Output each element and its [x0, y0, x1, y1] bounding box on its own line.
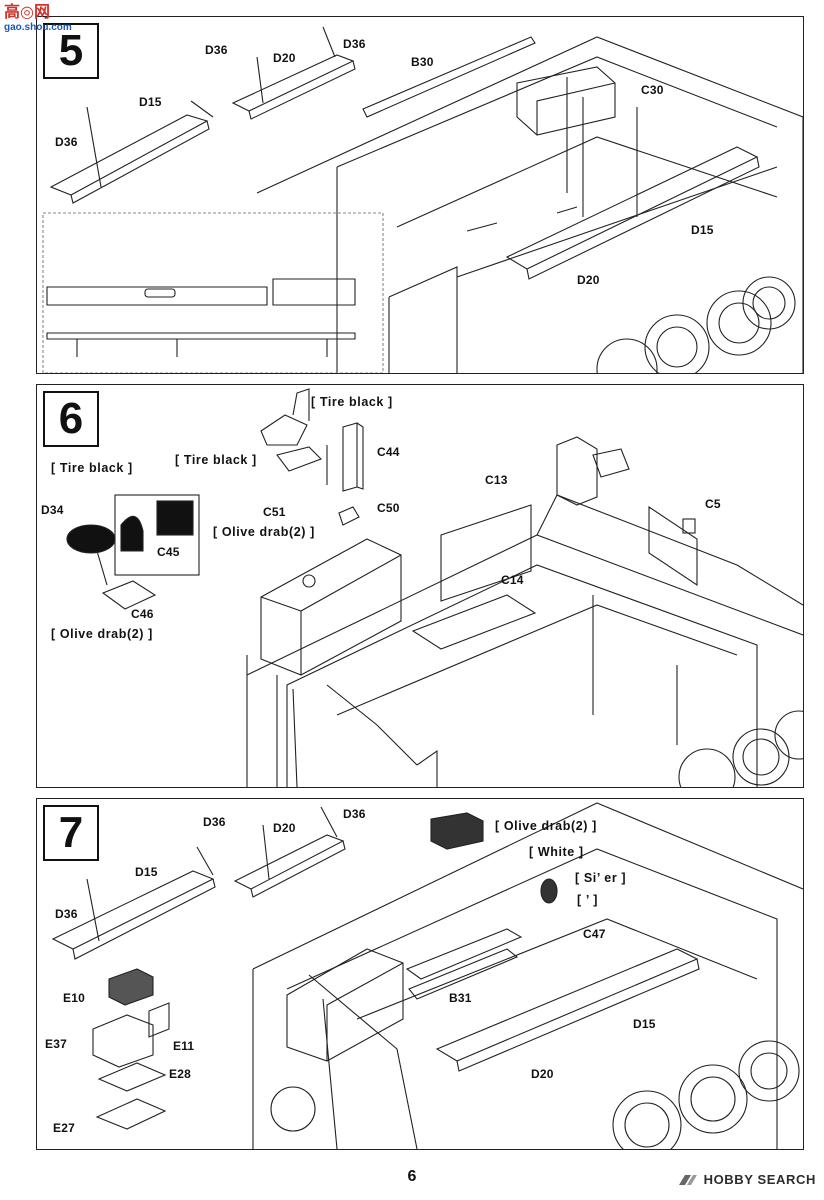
part-label: C30 — [641, 83, 664, 97]
part-label: D20 — [577, 273, 600, 287]
part-label: D15 — [139, 95, 162, 109]
part-label: C45 — [157, 545, 180, 559]
part-label: C13 — [485, 473, 508, 487]
part-label: C46 — [131, 607, 154, 621]
paint-note: [ White ] — [529, 845, 584, 859]
part-label: D20 — [273, 821, 296, 835]
step-number: 7 — [43, 805, 99, 861]
part-label: D36 — [55, 907, 78, 921]
paint-note: [ Si’ er ] — [575, 871, 627, 885]
part-label: D36 — [203, 815, 226, 829]
part-label: D20 — [531, 1067, 554, 1081]
paint-note: [ ’ ] — [577, 893, 599, 907]
part-label: C44 — [377, 445, 400, 459]
hobby-search-logo-icon — [678, 1174, 697, 1185]
part-label: C47 — [583, 927, 606, 941]
step-6-illustration — [66, 388, 803, 787]
paint-note: [ Olive drab(2) ] — [495, 819, 597, 833]
part-label: E27 — [53, 1121, 75, 1135]
part-label: D36 — [55, 135, 78, 149]
part-label: D20 — [273, 51, 296, 65]
watermark-url: gao.shou.com — [4, 22, 72, 33]
step-7-illustration — [51, 802, 803, 1149]
part-label: C5 — [705, 497, 721, 511]
paint-note: [ Tire black ] — [311, 395, 393, 409]
part-label: D15 — [135, 865, 158, 879]
part-label: E28 — [169, 1067, 191, 1081]
part-label: C51 — [263, 505, 286, 519]
paint-note: [ Olive drab(2) ] — [51, 627, 153, 641]
part-label: C50 — [377, 501, 400, 515]
site-watermark: 高◎网 gao.shou.com — [4, 4, 72, 33]
paint-note: [ Tire black ] — [175, 453, 257, 467]
part-label: B31 — [449, 991, 472, 1005]
part-label: E37 — [45, 1037, 67, 1051]
step-5-illustration — [42, 26, 803, 373]
watermark-logo: 高◎网 — [4, 4, 50, 21]
page-number: 6 — [407, 1168, 417, 1185]
part-label: D15 — [633, 1017, 656, 1031]
watermark-text: HOBBY SEARCH — [703, 1172, 816, 1187]
part-label: D36 — [343, 807, 366, 821]
part-label: D36 — [205, 43, 228, 57]
part-label: D15 — [691, 223, 714, 237]
part-label: B30 — [411, 55, 434, 69]
step-6-panel: 6 [ Tire black ] C44 [ Tire black ] [ Ti… — [36, 384, 804, 788]
paint-note: [ Tire black ] — [51, 461, 133, 475]
step-number: 6 — [43, 391, 99, 447]
part-label: E10 — [63, 991, 85, 1005]
step-number: 5 — [43, 23, 99, 79]
part-label: E11 — [173, 1039, 195, 1053]
hobby-search-watermark: HOBBY SEARCH — [677, 1172, 816, 1187]
step-5-panel: 5 D36 D20 D36 B30 C30 D15 D36 D15 D20 — [36, 16, 804, 374]
step-7-panel: 7 D36 D20 D36 D15 D36 [ Olive drab(2) ] … — [36, 798, 804, 1150]
paint-note: [ Olive drab(2) ] — [213, 525, 315, 539]
part-label: C14 — [501, 573, 524, 587]
part-label: D36 — [343, 37, 366, 51]
part-label: D34 — [41, 503, 64, 517]
